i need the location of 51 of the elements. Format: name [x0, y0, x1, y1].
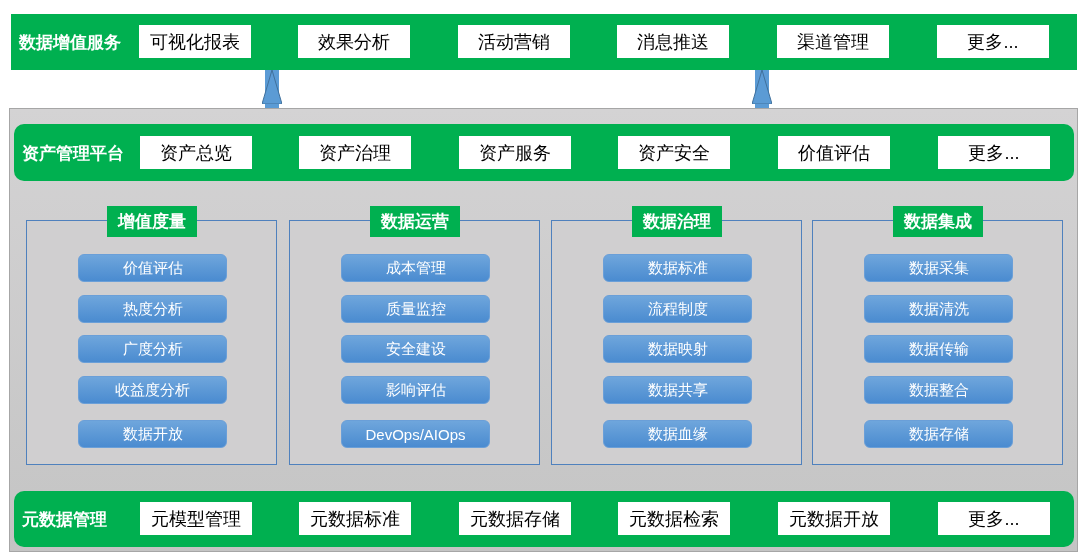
module-button: 数据映射: [603, 335, 752, 363]
module-button: 数据清洗: [864, 295, 1013, 323]
layer-band: [14, 491, 1074, 547]
item-box: 价值评估: [778, 136, 890, 169]
item-box: 效果分析: [298, 25, 410, 58]
group-title-tab: 数据集成: [892, 206, 983, 237]
panel-background: [9, 108, 1078, 552]
module-button: 数据标准: [603, 254, 752, 282]
item-box: 活动营销: [458, 25, 570, 58]
module-button: 数据采集: [864, 254, 1013, 282]
module-button: 质量监控: [341, 295, 490, 323]
module-button: 广度分析: [78, 335, 227, 363]
group-title-tab: 数据治理: [631, 206, 722, 237]
up-arrow: [261, 69, 283, 108]
module-button: 数据整合: [864, 376, 1013, 404]
layer-title: 元数据管理: [22, 509, 107, 531]
module-button: 成本管理: [341, 254, 490, 282]
group-title-tab: 数据运营: [369, 206, 460, 237]
module-button: 收益度分析: [78, 376, 227, 404]
module-button: 流程制度: [603, 295, 752, 323]
item-box: 元数据开放: [778, 502, 890, 535]
module-button: 数据开放: [78, 420, 227, 448]
item-box: 资产服务: [459, 136, 571, 169]
item-box: 元模型管理: [140, 502, 252, 535]
item-box: 更多...: [937, 25, 1049, 58]
layer-title: 数据增值服务: [19, 32, 121, 54]
item-box: 更多...: [938, 502, 1050, 535]
item-box: 更多...: [938, 136, 1050, 169]
item-box: 元数据检索: [618, 502, 730, 535]
module-button: 数据存储: [864, 420, 1013, 448]
item-box: 可视化报表: [139, 25, 251, 58]
up-arrow: [751, 69, 773, 108]
item-box: 资产总览: [140, 136, 252, 169]
module-button: 安全建设: [341, 335, 490, 363]
module-button: 热度分析: [78, 295, 227, 323]
layer-band: [11, 14, 1077, 70]
item-box: 消息推送: [617, 25, 729, 58]
item-box: 渠道管理: [777, 25, 889, 58]
item-box: 资产治理: [299, 136, 411, 169]
module-button: 数据传输: [864, 335, 1013, 363]
layer-title: 资产管理平台: [22, 142, 124, 165]
module-button: 价值评估: [78, 254, 227, 282]
module-button: 数据血缘: [603, 420, 752, 448]
item-box: 元数据存储: [459, 502, 571, 535]
item-box: 元数据标准: [299, 502, 411, 535]
layer-band: [14, 124, 1074, 181]
module-button: DevOps/AIOps: [341, 420, 490, 448]
module-button: 影响评估: [341, 376, 490, 404]
module-button: 数据共享: [603, 376, 752, 404]
group-title-tab: 增值度量: [106, 206, 197, 237]
item-box: 资产安全: [618, 136, 730, 169]
